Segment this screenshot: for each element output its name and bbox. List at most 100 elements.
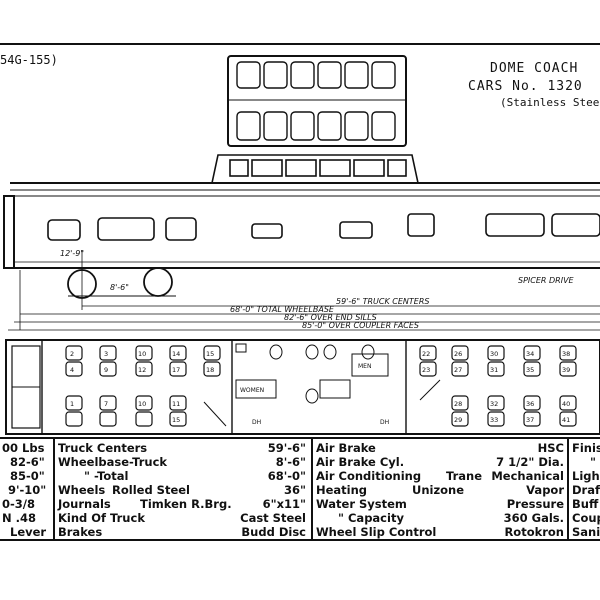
spec-label: Wheel Slip Control: [316, 525, 436, 539]
seat-num: 39: [562, 366, 570, 374]
spec-label: Journals: [57, 497, 111, 511]
seat-num: 9: [104, 366, 108, 374]
floor-plan: [5, 339, 600, 435]
dim-wheelbase: 8'-6": [110, 283, 129, 292]
spec-label: Air Conditioning: [316, 469, 421, 483]
spec-mid: Timken R.Brg.: [140, 497, 232, 511]
spec-col3-row: Draf: [572, 483, 600, 497]
spec-value: 6"x11": [263, 497, 306, 511]
seat-num: 23: [422, 366, 430, 374]
spec-label: " -Total: [84, 469, 129, 483]
spec-value: Vapor: [526, 483, 564, 497]
spec-label: Wheelbase-Truck: [58, 455, 167, 469]
seat-num: 34: [526, 350, 534, 358]
spec-label: Air Brake: [316, 441, 376, 455]
dimension-lines: [8, 305, 600, 331]
seat-num: 3: [104, 350, 108, 358]
spec-mid: Rolled Steel: [112, 483, 190, 497]
spec-col3-row: Finis: [572, 441, 600, 455]
seat-num: 1: [70, 400, 74, 408]
seat-num: 29: [454, 416, 462, 424]
seat-num: 30: [490, 350, 498, 358]
title-line-1: DOME COACH: [490, 61, 578, 76]
dim-truck-centers: 59'-6" TRUCK CENTERS: [336, 297, 429, 306]
seat-num: 14: [172, 350, 180, 358]
dome-plan: [227, 55, 407, 147]
spec-label: Truck Centers: [58, 441, 147, 455]
label-dh-right: DH: [380, 419, 389, 426]
spec-label: " Capacity: [338, 511, 404, 525]
spec-value: 360 Gals.: [504, 511, 564, 525]
dim-truck-offset: 12'-9": [60, 249, 84, 258]
seat-num: 22: [422, 350, 430, 358]
seat-num: 17: [172, 366, 180, 374]
spec-value: 68'-0": [268, 469, 306, 483]
spec-col3-row: Sani: [572, 525, 600, 539]
dim-over-coupler-faces: 85'-0" OVER COUPLER FACES: [302, 321, 419, 330]
seat-num: 36: [526, 400, 534, 408]
title-line-3: (Stainless Stee: [500, 96, 599, 109]
spec-value: Mechanical: [491, 469, 564, 483]
spec-col1: Truck Centers 59'-6" Wheelbase-Truck 8'-…: [57, 441, 306, 539]
seat-num: 35: [526, 366, 534, 374]
seat-num: 7: [104, 400, 108, 408]
right-seats: [419, 345, 577, 427]
spec-mid: Unizone: [412, 483, 464, 497]
seat-num: 18: [206, 366, 214, 374]
seat-num: 32: [490, 400, 498, 408]
seat-num: 40: [562, 400, 570, 408]
spec-col0-row: N .48: [2, 511, 36, 525]
label-spicer-drive: SPICER DRIVE: [518, 276, 575, 285]
spec-col3-row: Coup: [572, 511, 600, 525]
spec-col2: Air Brake HSC Air Brake Cyl. 7 1/2" Dia.…: [316, 441, 564, 539]
seat-num: 10: [138, 400, 146, 408]
spec-value: 36": [284, 483, 306, 497]
seat-num: 27: [454, 366, 462, 374]
spec-mid: Trane: [446, 469, 482, 483]
spec-col3-row: Buff: [572, 497, 599, 511]
car-side-elevation: [3, 182, 600, 330]
spec-label: Water System: [316, 497, 407, 511]
drawing-code: 54G-155): [0, 53, 58, 67]
label-men: MEN: [358, 363, 371, 370]
dim-over-end-sills: 82'-6" OVER END SILLS: [284, 313, 377, 322]
spec-label: Brakes: [58, 525, 102, 539]
left-seats-upper: [65, 345, 221, 427]
seat-num: 31: [490, 366, 498, 374]
seat-num: 38: [562, 350, 570, 358]
spec-value: 7 1/2" Dia.: [496, 455, 564, 469]
spec-label: Kind Of Truck: [58, 511, 145, 525]
spec-col0-row: 82-6": [10, 455, 45, 469]
dome-side-elevation: [211, 154, 419, 184]
spec-label: Air Brake Cyl.: [316, 455, 404, 469]
seat-num: 12: [138, 366, 146, 374]
spec-value: Rotokron: [504, 525, 564, 539]
seat-num: 15: [172, 416, 180, 424]
spec-col0-row: 00 Lbs: [2, 441, 45, 455]
title-line-2: CARS No. 1320: [468, 79, 583, 94]
seat-num: 37: [526, 416, 534, 424]
seat-num: 2: [70, 350, 74, 358]
spec-col0-row: 85-0": [10, 469, 45, 483]
spec-table: [0, 437, 600, 541]
spec-value: 8'-6": [276, 455, 306, 469]
seat-num: 10: [138, 350, 146, 358]
seat-num: 33: [490, 416, 498, 424]
label-women: WOMEN: [240, 387, 264, 394]
seat-num: 11: [172, 400, 180, 408]
dim-total-wheelbase: 68'-0" TOTAL WHEELBASE: [230, 305, 335, 314]
seat-num: 4: [70, 366, 74, 374]
spec-value: 59'-6": [268, 441, 306, 455]
seat-num: 26: [454, 350, 462, 358]
seat-num: 15: [206, 350, 214, 358]
spec-value: HSC: [538, 441, 564, 455]
spec-col3-row: ": [590, 455, 596, 469]
spec-value: Pressure: [507, 497, 564, 511]
spec-label: Wheels: [58, 483, 105, 497]
seat-num: 28: [454, 400, 462, 408]
spec-col0-row: Lever: [10, 525, 46, 539]
spec-col0-row: 0-3/8: [2, 497, 35, 511]
spec-col3-row: Ligh: [572, 469, 600, 483]
spec-col0-row: 9'-10": [8, 483, 46, 497]
